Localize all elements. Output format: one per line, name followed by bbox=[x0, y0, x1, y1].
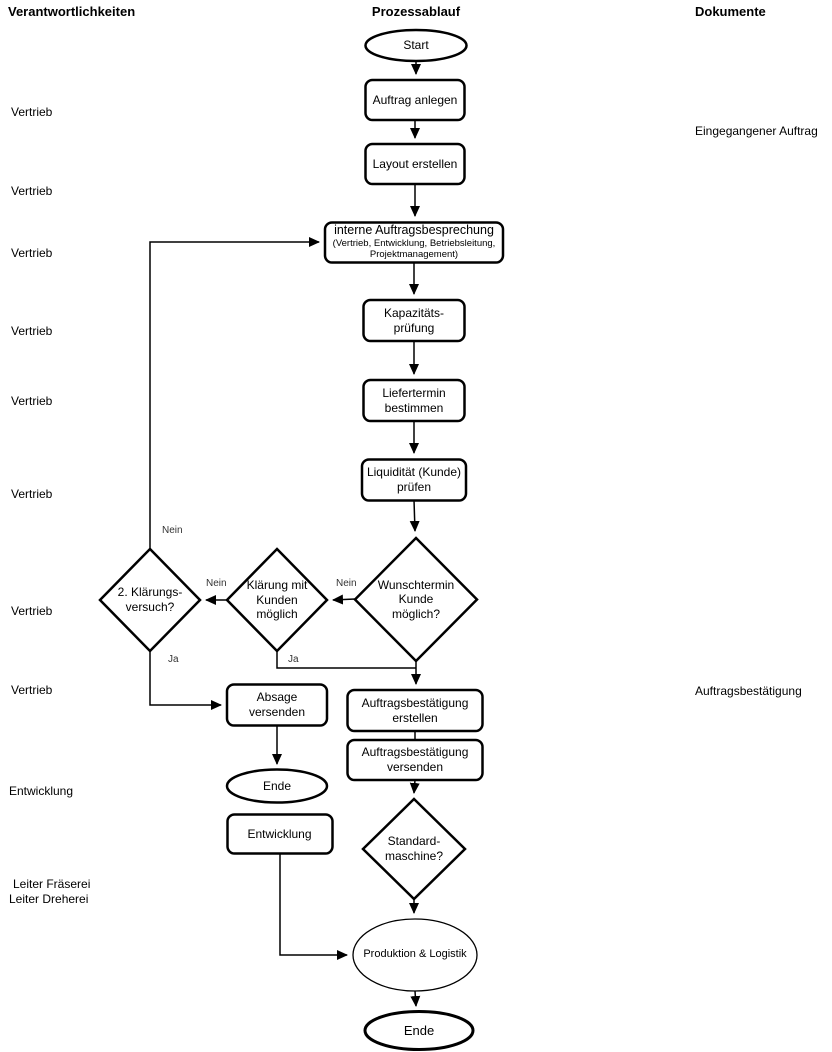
absage-box-shape bbox=[225, 683, 329, 727]
ende-unten-ellipse-shape bbox=[363, 1010, 475, 1051]
document-label-eingegangener-auftrag: Eingegangener Auftrag bbox=[695, 124, 818, 138]
responsibility-label-5: Vertrieb bbox=[11, 394, 53, 408]
auftrag-anlegen-box-shape bbox=[364, 78, 466, 122]
column-header-responsibilities: Verantwortlichkeiten bbox=[8, 4, 136, 19]
edge-versenden-standardmaschine bbox=[409, 779, 420, 794]
besprechung-box-shape bbox=[323, 221, 505, 264]
klaerung-diamond-shape bbox=[225, 547, 329, 653]
edge-liquiditaet-wunschtermin bbox=[409, 499, 420, 532]
document-label-auftragsbestaetigung: Auftragsbestätigung bbox=[695, 684, 802, 698]
column-header-documents: Dokumente bbox=[695, 4, 766, 19]
wunschtermin-diamond-shape bbox=[353, 536, 479, 663]
edge-klaerungsversuch-besprechung-nein-loop bbox=[149, 237, 320, 549]
layout-erstellen-box-shape bbox=[364, 142, 466, 186]
edge-label-ja-klaerung: Ja bbox=[288, 654, 299, 665]
edge-label-nein-klaerung: Nein bbox=[206, 578, 227, 589]
responsibility-label-8: Vertrieb bbox=[11, 683, 53, 697]
column-header-process: Prozessablauf bbox=[371, 4, 461, 19]
responsibility-label-leiter-dreherei: Leiter Dreherei bbox=[9, 892, 89, 906]
bestaetigung-versenden-box-shape bbox=[346, 738, 484, 782]
edge-klaerungsversuch-absage-ja bbox=[149, 651, 222, 710]
start-ellipse-shape bbox=[364, 28, 468, 63]
responsibility-label-7: Vertrieb bbox=[11, 604, 53, 618]
edge-produktion-ende bbox=[410, 990, 421, 1007]
edge-label-nein-loop: Nein bbox=[162, 525, 183, 536]
klaerungsversuch-diamond-shape bbox=[98, 547, 202, 653]
responsibility-label-entwicklung: Entwicklung bbox=[9, 784, 74, 798]
edge-entwicklung-produktion bbox=[279, 854, 348, 960]
standardmaschine-diamond-shape bbox=[361, 797, 467, 901]
bestaetigung-erstellen-box-shape bbox=[346, 688, 484, 733]
responsibility-label-4: Vertrieb bbox=[11, 324, 53, 338]
liefertermin-box-shape bbox=[362, 378, 466, 423]
responsibility-label-leiter-fraeserei: Leiter Fräserei bbox=[13, 877, 91, 891]
liquiditaet-box-shape bbox=[360, 458, 468, 502]
entwicklung-box-shape bbox=[226, 813, 334, 855]
edge-label-nein-wunschtermin: Nein bbox=[336, 578, 357, 589]
responsibility-label-6: Vertrieb bbox=[11, 487, 53, 501]
responsibility-label-1: Vertrieb bbox=[11, 105, 53, 119]
produktion-ellipse-shape bbox=[352, 918, 478, 992]
kapazitaetspruefung-box-shape bbox=[362, 298, 466, 343]
ende-links-ellipse-shape bbox=[225, 768, 329, 804]
edge-klaerung-ja-join bbox=[276, 651, 416, 669]
edge-wunschtermin-klaerung-nein bbox=[332, 594, 356, 605]
responsibility-label-2: Vertrieb bbox=[11, 184, 53, 198]
edge-label-ja-klaerungsversuch: Ja bbox=[168, 654, 179, 665]
responsibility-label-3: Vertrieb bbox=[11, 246, 53, 260]
